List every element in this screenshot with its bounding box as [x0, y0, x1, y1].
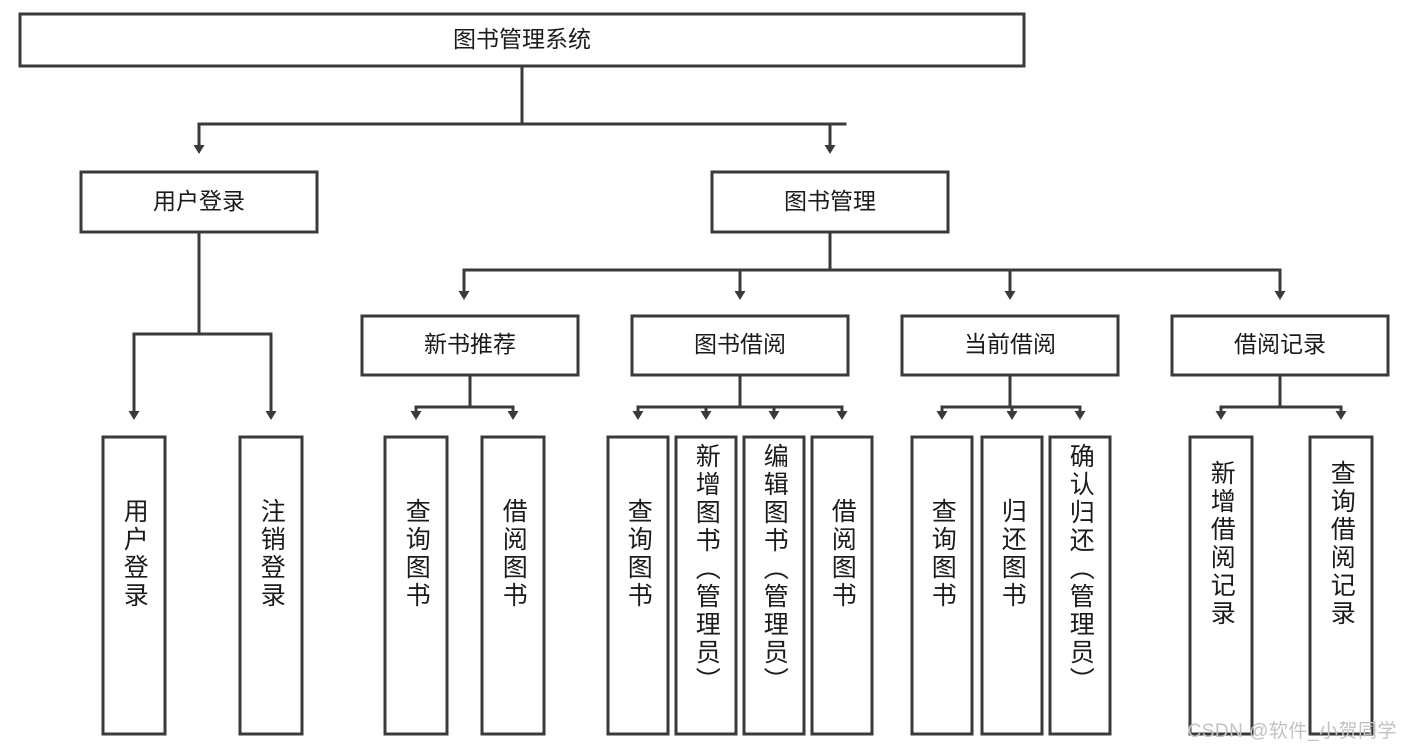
leaf-box-return-book[interactable]: [980, 435, 1044, 736]
leaf-box-logout[interactable]: [238, 435, 304, 736]
node-current-borrow[interactable]: 当前借阅: [900, 314, 1120, 377]
leaf-box-query-book-3[interactable]: [910, 435, 974, 736]
node-root-box: [18, 12, 1026, 68]
leaf-box-query-record[interactable]: [1308, 435, 1374, 736]
leaf-box-user-login[interactable]: [101, 435, 167, 736]
leaf-boxes: [101, 435, 1374, 736]
connector-userlogin-to-leaves: [128, 230, 277, 420]
node-borrow-record-label: 借阅记录: [1234, 331, 1326, 357]
leaf-label-query-book-3: 查询图书: [928, 498, 957, 610]
leaf-label-logout: 注销登录: [257, 498, 286, 610]
leaf-label-borrow-book-1: 借阅图书: [499, 498, 528, 610]
leaf-box-borrow-book-2[interactable]: [810, 435, 874, 736]
node-borrow-record-box: [1170, 314, 1390, 377]
leaf-label-edit-book: 编辑图书（管理员）: [760, 443, 789, 695]
node-book-borrow-label: 图书借阅: [694, 331, 786, 357]
node-root[interactable]: 图书管理系统: [18, 12, 1026, 68]
node-book-borrow-box: [630, 314, 850, 377]
node-new-book-recommend-label: 新书推荐: [424, 331, 516, 357]
node-new-book-recommend-box: [360, 314, 580, 377]
leaf-box-add-record[interactable]: [1188, 435, 1254, 736]
node-current-borrow-box: [900, 314, 1120, 377]
leaf-label-add-record: 新增借阅记录: [1207, 460, 1236, 628]
leaf-label-user-login: 用户登录: [120, 498, 149, 610]
leaf-label-borrow-book-2: 借阅图书: [828, 498, 857, 610]
connector-currentborrow-to-leaves: [936, 373, 1086, 420]
connector-newbook-to-leaves: [410, 373, 519, 420]
leaf-label-return-book: 归还图书: [998, 498, 1027, 610]
connector-root-to-level1: [193, 64, 847, 154]
node-book-management-label: 图书管理: [784, 188, 876, 214]
node-book-management-box: [710, 170, 950, 234]
leaf-box-edit-book[interactable]: [742, 435, 806, 736]
node-user-login-box: [79, 170, 319, 234]
leaf-box-query-book-2[interactable]: [606, 435, 670, 736]
node-user-login-label: 用户登录: [153, 188, 245, 214]
connector-bookborrow-to-leaves: [632, 373, 848, 420]
connector-borrowrecord-to-leaves: [1215, 373, 1347, 420]
node-root-label: 图书管理系统: [453, 26, 591, 52]
leaf-label-add-book: 新增图书（管理员）: [692, 443, 721, 695]
node-user-login[interactable]: 用户登录: [79, 170, 319, 234]
leaf-box-query-book-1[interactable]: [383, 435, 449, 736]
node-book-borrow[interactable]: 图书借阅: [630, 314, 850, 377]
node-current-borrow-label: 当前借阅: [964, 331, 1056, 357]
leaf-box-confirm-return[interactable]: [1048, 435, 1112, 736]
leaf-label-query-book-2: 查询图书: [624, 498, 653, 610]
node-borrow-record[interactable]: 借阅记录: [1170, 314, 1390, 377]
leaf-box-borrow-book-1[interactable]: [480, 435, 546, 736]
leaf-label-query-record: 查询借阅记录: [1327, 460, 1356, 628]
node-book-management[interactable]: 图书管理: [710, 170, 950, 234]
csdn-watermark: CSDN @软件_小贺同学: [1187, 721, 1397, 742]
leaf-box-add-book[interactable]: [674, 435, 738, 736]
leaf-label-query-book-1: 查询图书: [402, 498, 431, 610]
node-new-book-recommend[interactable]: 新书推荐: [360, 314, 580, 377]
connector-bookmanage-to-level2: [458, 230, 1286, 300]
leaf-label-confirm-return: 确认归还（管理员）: [1066, 443, 1095, 695]
